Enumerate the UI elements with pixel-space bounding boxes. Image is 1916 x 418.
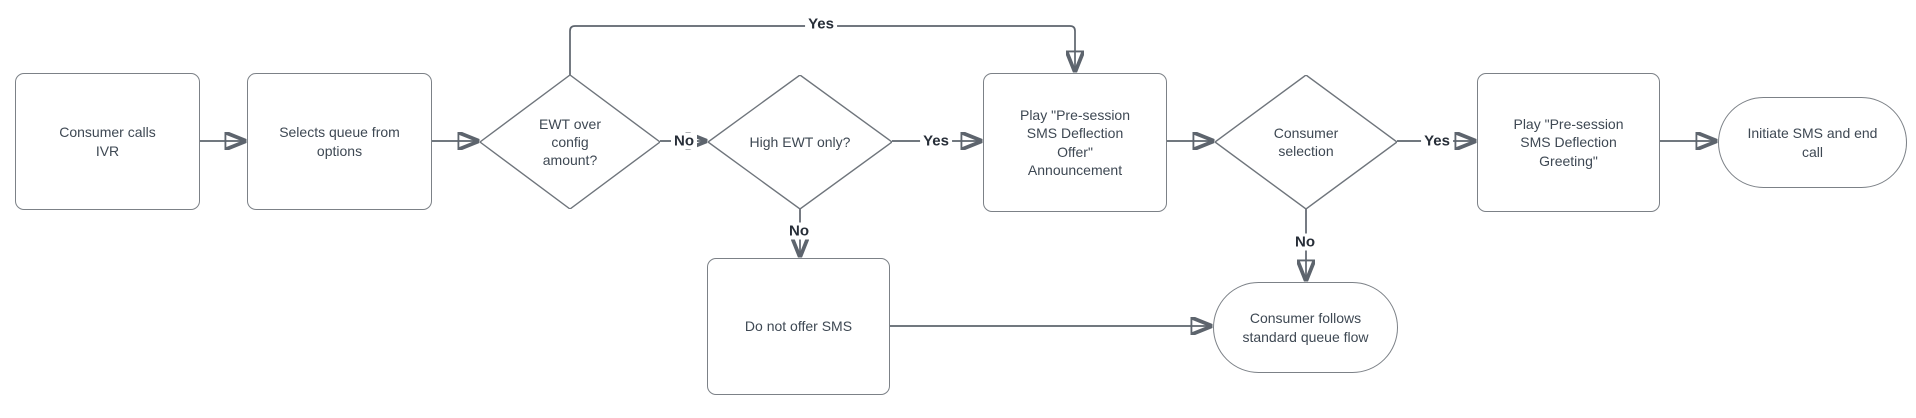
- node-label: Play "Pre-session SMS Deflection Greetin…: [1513, 116, 1624, 169]
- node-label: Consumer follows standard queue flow: [1242, 310, 1369, 345]
- edge-label-yes-ewt-to-play-offer: Yes: [805, 15, 837, 33]
- node-label: Consumer calls IVR: [59, 124, 156, 159]
- node-terminator-initiate-sms: Initiate SMS and end call: [1718, 97, 1907, 188]
- node-label: Play "Pre-session SMS Deflection Offer" …: [1019, 107, 1130, 178]
- diamond-shape: [708, 75, 892, 209]
- edge-label-yes-consumer-selection-to-greeting: Yes: [1421, 132, 1453, 150]
- node-terminator-standard-queue-flow: Consumer follows standard queue flow: [1213, 282, 1398, 373]
- node-label: Consumer selection: [1273, 124, 1339, 159]
- diamond-shape: [480, 75, 660, 209]
- node-label: Do not offer SMS: [744, 318, 853, 335]
- edge-label-no-high-ewt-to-do-not-offer: No: [786, 222, 812, 240]
- node-do-not-offer-sms: Do not offer SMS: [707, 258, 890, 395]
- node-play-offer-announcement: Play "Pre-session SMS Deflection Offer" …: [983, 73, 1167, 212]
- edge-label-no-consumer-selection-to-standard-queue: No: [1292, 233, 1318, 251]
- node-label: Selects queue from options: [279, 124, 400, 159]
- connector-ewt-yes-to-play-offer: [569, 25, 1075, 75]
- node-label: Initiate SMS and end call: [1747, 125, 1878, 160]
- node-decision-consumer-selection: Consumer selection: [1215, 75, 1397, 209]
- node-label: High EWT only?: [749, 133, 851, 150]
- node-consumer-calls-ivr: Consumer calls IVR: [15, 73, 200, 210]
- node-play-greeting: Play "Pre-session SMS Deflection Greetin…: [1477, 73, 1660, 212]
- node-decision-ewt-over-config: EWT over config amount?: [480, 75, 660, 209]
- edge-label-no-ewt-to-high-ewt: No: [671, 132, 697, 150]
- node-decision-high-ewt-only: High EWT only?: [708, 75, 892, 209]
- diamond-shape: [1215, 75, 1397, 209]
- node-selects-queue-from-options: Selects queue from options: [247, 73, 432, 210]
- edge-label-yes-high-ewt-to-play-offer: Yes: [920, 132, 952, 150]
- node-label: EWT over config amount?: [539, 115, 601, 169]
